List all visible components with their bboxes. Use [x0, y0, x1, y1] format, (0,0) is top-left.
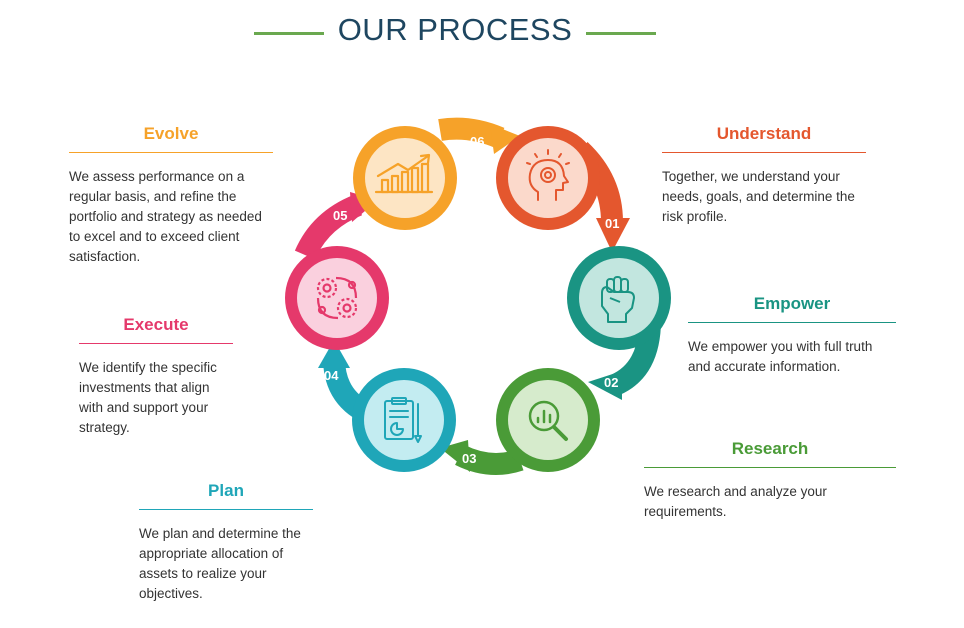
step-execute: Execute We identify the specific investm… — [79, 315, 233, 438]
step-number-05: 05 — [333, 208, 347, 223]
step-circle-execute — [285, 246, 389, 350]
step-number-06: 06 — [470, 134, 484, 149]
step-text-plan: We plan and determine the appropriate al… — [139, 526, 301, 601]
magnifier-chart-icon — [528, 400, 568, 441]
step-number-02: 02 — [604, 375, 618, 390]
step-evolve: Evolve We assess performance on a regula… — [69, 124, 273, 267]
step-empower: Empower We empower you with full truth a… — [688, 294, 896, 377]
head-target-icon — [526, 149, 570, 201]
title-divider-left — [254, 32, 324, 35]
arrow-06: 06 — [438, 117, 520, 154]
step-text-research: We research and analyze your requirement… — [644, 484, 827, 519]
title-bar: OUR PROCESS — [0, 10, 964, 58]
step-heading-evolve: Evolve — [69, 124, 273, 153]
step-text-execute: We identify the specific investments tha… — [79, 360, 217, 435]
step-number-01: 01 — [605, 216, 619, 231]
step-text-understand: Together, we understand your needs, goal… — [662, 169, 855, 224]
step-circle-evolve — [353, 126, 457, 230]
step-heading-plan: Plan — [139, 481, 313, 510]
page-title: OUR PROCESS — [337, 12, 573, 47]
step-research: Research We research and analyze your re… — [644, 439, 896, 522]
step-heading-research: Research — [644, 439, 896, 468]
step-circle-plan — [352, 368, 456, 472]
raised-fist-icon — [601, 276, 635, 323]
step-plan: Plan We plan and determine the appropria… — [139, 481, 313, 604]
step-circle-understand — [496, 126, 600, 230]
step-circle-empower — [567, 246, 671, 350]
growth-chart-icon — [374, 153, 434, 194]
step-text-evolve: We assess performance on a regular basis… — [69, 169, 262, 264]
gears-icon — [316, 276, 358, 320]
title-divider-right — [586, 32, 656, 35]
step-number-03: 03 — [462, 451, 476, 466]
step-understand: Understand Together, we understand your … — [662, 124, 866, 227]
step-heading-execute: Execute — [79, 315, 233, 344]
step-circle-research — [496, 368, 600, 472]
step-text-empower: We empower you with full truth and accur… — [688, 339, 873, 374]
step-heading-empower: Empower — [688, 294, 896, 323]
step-heading-understand: Understand — [662, 124, 866, 153]
step-number-04: 04 — [324, 368, 339, 383]
clipboard-plan-icon — [384, 397, 422, 443]
